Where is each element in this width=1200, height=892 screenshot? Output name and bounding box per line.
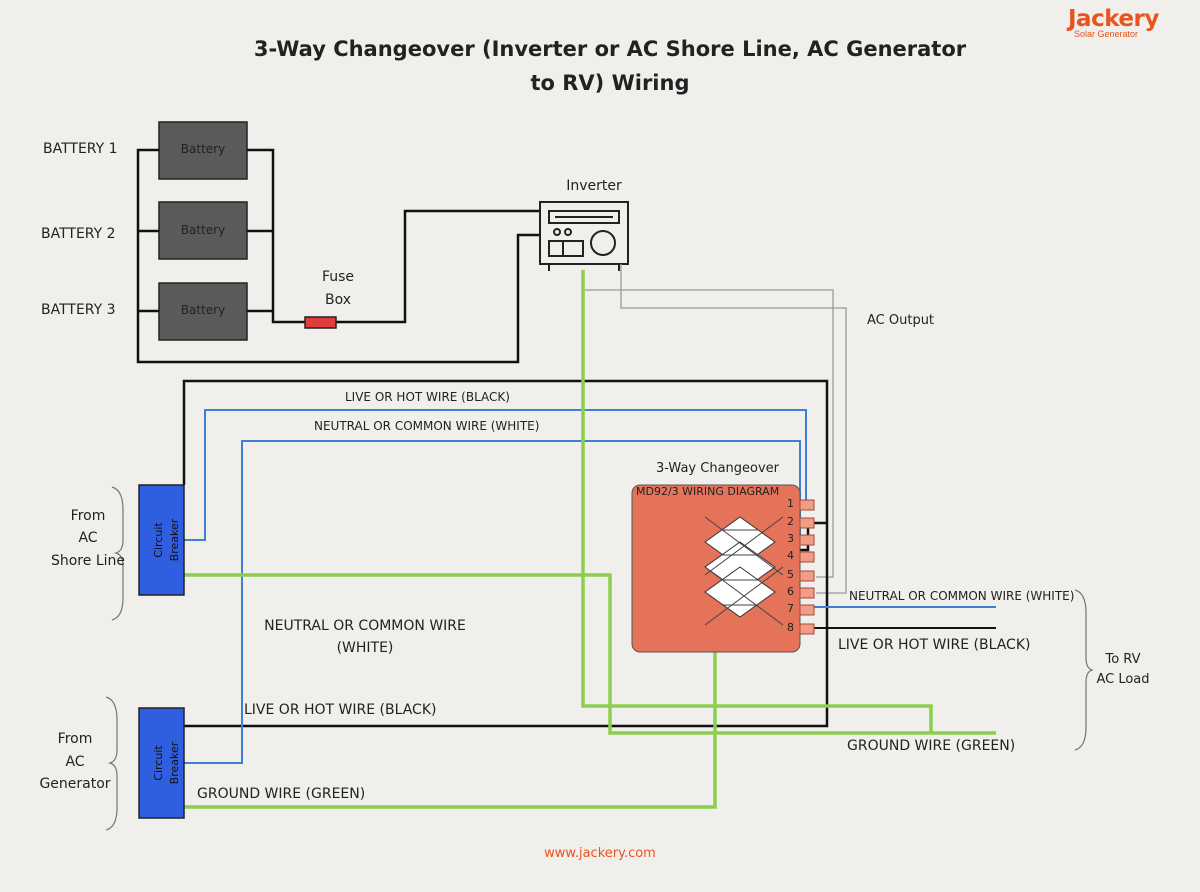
changeover-label: 3-Way Changeover	[656, 461, 780, 476]
generator-breaker-line1: Circuit	[152, 745, 165, 781]
shore-breaker-line2: Breaker	[168, 518, 181, 562]
terminal-number: 4	[787, 549, 794, 562]
rv-ground-label: GROUND WIRE (GREEN)	[847, 738, 1016, 754]
fuse-icon	[304, 316, 337, 329]
switch-diagonals	[704, 516, 784, 626]
generator-breaker-label: Circuit Breaker	[151, 708, 183, 818]
terminal-stubs	[799, 499, 815, 635]
terminal-number: 6	[787, 585, 794, 598]
terminal-number: 5	[787, 568, 794, 581]
mid-neutral-label-2: (WHITE)	[336, 640, 394, 656]
generator-from-line3: Generator	[39, 776, 111, 792]
brand-subtitle: Solar Generator	[1074, 29, 1139, 39]
generator-breaker	[138, 707, 185, 819]
battery-box-1	[158, 121, 248, 180]
rv-load-label-2: AC Load	[1096, 672, 1150, 687]
terminal-number: 3	[787, 532, 794, 545]
generator-breaker-line2: Breaker	[168, 741, 181, 785]
battery-3-text: Battery	[180, 303, 226, 317]
website-link[interactable]: www.jackery.com	[544, 846, 656, 861]
braces	[105, 486, 1094, 831]
shore-breaker	[138, 484, 185, 596]
top-neutral-wire-label: NEUTRAL OR COMMON WIRE (WHITE)	[314, 419, 540, 433]
fuse-box-label-2: Box	[324, 292, 352, 308]
changeover-switch	[631, 484, 815, 653]
shore-from-line2: AC	[78, 530, 98, 546]
terminal-number: 7	[787, 602, 794, 615]
shore-breaker-line1: Circuit	[152, 522, 165, 558]
battery-2-text: Battery	[180, 223, 226, 237]
battery-box-2	[158, 201, 248, 260]
rv-neutral-label: NEUTRAL OR COMMON WIRE (WHITE)	[849, 589, 1075, 603]
generator-live-label: LIVE OR HOT WIRE (BLACK)	[244, 702, 437, 718]
shore-from-line3: Shore Line	[50, 553, 125, 569]
battery-1-text: Battery	[180, 142, 226, 156]
brand-logo: Jackery Solar Generator	[1068, 6, 1178, 39]
battery-2-label: BATTERY 2	[41, 226, 116, 242]
battery-3-label: BATTERY 3	[41, 302, 116, 318]
generator-from-line2: AC	[65, 754, 85, 770]
rv-live-label: LIVE OR HOT WIRE (BLACK)	[838, 637, 1031, 653]
terminal-number: 2	[787, 515, 794, 528]
battery-1-label: BATTERY 1	[43, 141, 118, 157]
terminal-number: 8	[787, 621, 794, 634]
ac-output-wires	[585, 264, 847, 594]
generator-from-line1: From	[57, 731, 93, 747]
ground-wires	[184, 270, 996, 809]
inverter-icon	[539, 201, 629, 271]
generator-ground-label: GROUND WIRE (GREEN)	[197, 786, 366, 802]
ac-output-label: AC Output	[867, 313, 935, 328]
shore-breaker-label: Circuit Breaker	[151, 485, 183, 595]
diagram-title: 3-Way Changeover (Inverter or AC Shore L…	[253, 37, 967, 95]
battery-wires	[136, 148, 540, 364]
top-live-wire-label: LIVE OR HOT WIRE (BLACK)	[345, 390, 510, 404]
brand-name: Jackery	[1068, 6, 1159, 32]
inverter-label: Inverter	[566, 178, 622, 194]
changeover-subtitle: MD92/3 WIRING DIAGRAM	[636, 485, 780, 498]
battery-box-3	[158, 282, 248, 341]
shore-from-line1: From	[70, 508, 106, 524]
fuse-box-label-1: Fuse	[321, 269, 355, 285]
rv-load-label-1: To RV	[1105, 652, 1141, 667]
mid-neutral-label-1: NEUTRAL OR COMMON WIRE	[264, 618, 466, 634]
terminal-number: 1	[787, 497, 794, 510]
